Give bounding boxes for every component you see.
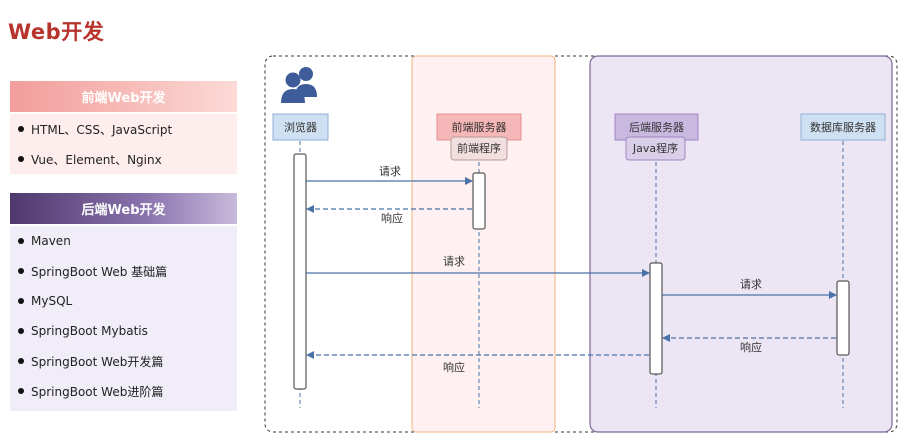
frontend-list: HTML、CSS、JavaScript Vue、Element、Nginx xyxy=(10,114,237,174)
participant-backend-server-label: 后端服务器 xyxy=(629,121,684,134)
list-item: SpringBoot Web 基础篇 xyxy=(10,256,237,286)
response-label-3: 响应 xyxy=(740,340,762,354)
bullet-icon xyxy=(18,126,24,132)
frontend-server-zone xyxy=(411,55,556,433)
request-label-1: 请求 xyxy=(379,165,401,178)
system-boundary xyxy=(264,55,898,433)
participant-frontend-server-label: 前端服务器 xyxy=(452,120,507,134)
backend-program-tag: Java程序 xyxy=(625,136,686,161)
backend-header: 后端Web开发 xyxy=(10,193,237,224)
bullet-icon xyxy=(18,268,24,274)
list-item-label: SpringBoot Mybatis xyxy=(31,324,148,338)
backend-activation xyxy=(649,262,663,375)
list-item: HTML、CSS、JavaScript xyxy=(10,114,237,144)
list-item-label: Maven xyxy=(31,234,71,248)
bullet-icon xyxy=(18,328,24,334)
frontend-header: 前端Web开发 xyxy=(10,81,237,112)
bullet-icon xyxy=(18,298,24,304)
user-group-icon xyxy=(281,67,317,103)
list-item: SpringBoot Web进阶篇 xyxy=(10,376,237,406)
participant-db-server: 数据库服务器 xyxy=(800,113,886,141)
list-item: Maven xyxy=(10,226,237,256)
request-label-2: 请求 xyxy=(443,255,465,268)
frontend-program-label: 前端程序 xyxy=(457,141,501,155)
list-item-label: Vue、Element、Nginx xyxy=(31,152,162,167)
bullet-icon xyxy=(18,388,24,394)
list-item-label: MySQL xyxy=(31,294,73,308)
backend-program-label: Java程序 xyxy=(632,141,678,155)
participant-browser-label: 浏览器 xyxy=(284,120,317,134)
response-label-2: 响应 xyxy=(443,360,465,374)
frontend-program-tag: 前端程序 xyxy=(450,136,508,161)
participant-backend-server: 后端服务器 xyxy=(614,113,699,141)
list-item-label: SpringBoot Web开发篇 xyxy=(31,354,164,369)
page-title: Web开发 xyxy=(8,20,105,44)
participant-browser: 浏览器 xyxy=(272,113,329,141)
list-item: MySQL xyxy=(10,286,237,316)
list-item: SpringBoot Mybatis xyxy=(10,316,237,346)
bullet-icon xyxy=(18,238,24,244)
list-item-label: SpringBoot Web进阶篇 xyxy=(31,384,164,399)
request-label-3: 请求 xyxy=(740,278,762,291)
frontend-activation xyxy=(472,172,486,230)
bullet-icon xyxy=(18,358,24,364)
list-item-label: SpringBoot Web 基础篇 xyxy=(31,264,168,279)
response-label-1: 响应 xyxy=(381,211,403,225)
list-item: SpringBoot Web开发篇 xyxy=(10,346,237,376)
list-item: Vue、Element、Nginx xyxy=(10,144,237,174)
browser-activation xyxy=(293,153,307,390)
participant-db-server-label: 数据库服务器 xyxy=(810,120,876,134)
db-activation xyxy=(836,280,850,356)
backend-list: Maven SpringBoot Web 基础篇 MySQL SpringBoo… xyxy=(10,226,237,411)
bullet-icon xyxy=(18,156,24,162)
backend-server-zone xyxy=(589,55,893,433)
list-item-label: HTML、CSS、JavaScript xyxy=(31,122,173,137)
participant-frontend-server: 前端服务器 xyxy=(436,113,522,141)
